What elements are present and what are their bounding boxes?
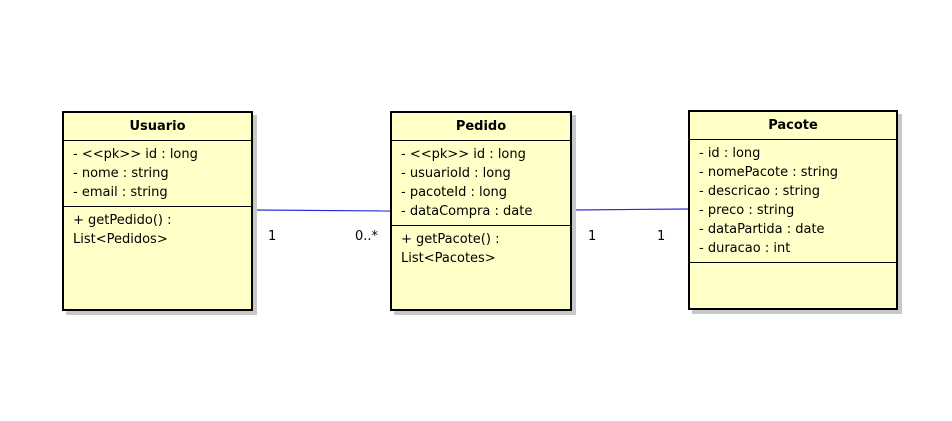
attribute: - dataPartida : date: [699, 222, 825, 237]
operation: + getPedido() :: [73, 213, 172, 228]
class-pedido-name: Pedido: [392, 113, 570, 141]
attribute: - id : long: [699, 146, 761, 161]
class-usuario-operations: + getPedido() : List<Pedidos>: [64, 207, 251, 309]
association-pedido-pacote[interactable]: [571, 208, 689, 211]
class-pacote-name: Pacote: [690, 112, 896, 140]
multiplicity-pedido-side-right: 1: [588, 229, 597, 244]
multiplicity-pedido-side-left: 0..*: [355, 229, 379, 244]
attribute: - dataCompra : date: [401, 204, 533, 219]
attribute: - preco : string: [699, 203, 795, 218]
class-pacote-operations: [690, 263, 896, 308]
attribute: - nome : string: [73, 166, 169, 181]
class-usuario-name: Usuario: [64, 113, 251, 141]
attribute: - nomePacote : string: [699, 165, 839, 180]
operation: List<Pedidos>: [73, 232, 168, 247]
class-pedido[interactable]: Pedido - <<pk>> id : long - usuarioId : …: [390, 111, 572, 311]
class-pedido-operations: + getPacote() : List<Pacotes>: [392, 226, 570, 309]
class-pacote[interactable]: Pacote - id : long - nomePacote : string…: [688, 110, 898, 310]
class-pacote-attributes: - id : long - nomePacote : string - desc…: [690, 140, 896, 263]
operation: + getPacote() :: [401, 232, 500, 247]
attribute: - <<pk>> id : long: [73, 147, 198, 162]
multiplicity-usuario-side: 1: [268, 229, 277, 244]
attribute: - <<pk>> id : long: [401, 147, 526, 162]
attribute: - email : string: [73, 185, 168, 200]
attribute: - pacoteId : long: [401, 185, 508, 200]
operation: List<Pacotes>: [401, 251, 496, 266]
association-usuario-pedido[interactable]: [253, 209, 391, 212]
class-usuario[interactable]: Usuario - <<pk>> id : long - nome : stri…: [62, 111, 253, 311]
attribute: - descricao : string: [699, 184, 820, 199]
class-usuario-attributes: - <<pk>> id : long - nome : string - ema…: [64, 141, 251, 207]
multiplicity-pacote-side: 1: [657, 229, 666, 244]
attribute: - duracao : int: [699, 241, 791, 256]
class-pedido-attributes: - <<pk>> id : long - usuarioId : long - …: [392, 141, 570, 226]
attribute: - usuarioId : long: [401, 166, 511, 181]
